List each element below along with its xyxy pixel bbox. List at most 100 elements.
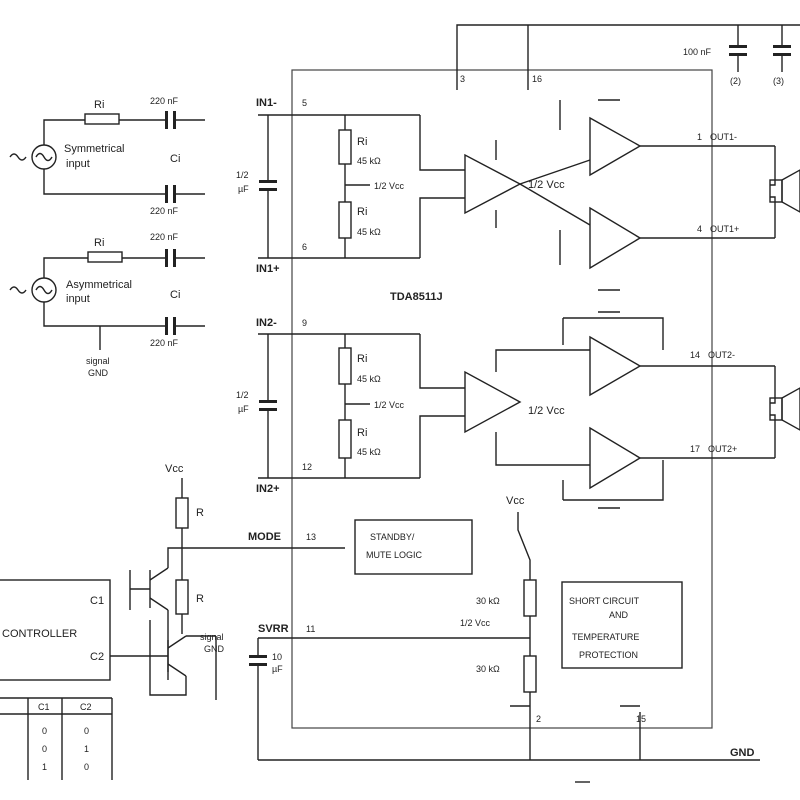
svg-text:SHORT CIRCUIT: SHORT CIRCUIT [569, 596, 640, 606]
svg-text:1/2: 1/2 [236, 170, 249, 180]
svg-text:3: 3 [460, 74, 465, 84]
in1-minus-label: IN1- [256, 97, 277, 109]
svg-text:Symmetrical: Symmetrical [64, 143, 125, 155]
svg-text:signal: signal [200, 632, 224, 642]
svg-text:µF: µF [238, 404, 249, 414]
svg-text:OUT2-: OUT2- [708, 350, 735, 360]
speaker-2 [769, 397, 783, 421]
asym-resistor [87, 251, 123, 263]
cap-100n-label: 100 nF [683, 47, 712, 57]
svg-text:GND: GND [204, 644, 225, 654]
svg-text:Ri: Ri [357, 206, 367, 218]
svg-text:13: 13 [306, 532, 316, 542]
svg-text:Asymmetrical: Asymmetrical [66, 279, 132, 291]
svg-text:STANDBY/: STANDBY/ [370, 532, 415, 542]
svg-text:1/2 Vcc: 1/2 Vcc [528, 405, 565, 417]
svg-text:OUT1-: OUT1- [710, 132, 737, 142]
svg-text:PROTECTION: PROTECTION [579, 650, 638, 660]
svg-text:1/2: 1/2 [236, 390, 249, 400]
svg-text:0: 0 [84, 726, 89, 736]
power-amp-out2-plus [589, 426, 642, 490]
sym-resistor [84, 113, 120, 125]
power-amp-out1-minus [589, 116, 642, 177]
supply-rail-top [456, 24, 800, 90]
ic-name: TDA8511J [390, 291, 443, 303]
controller-label: CONTROLLER [2, 628, 77, 640]
svg-text:45 kΩ: 45 kΩ [357, 374, 381, 384]
svg-text:C1: C1 [90, 595, 104, 607]
svg-text:2: 2 [536, 714, 541, 724]
svg-text:30 kΩ: 30 kΩ [476, 596, 500, 606]
svg-text:Vcc: Vcc [506, 495, 525, 507]
protection-block [561, 581, 683, 669]
svrr-label: SVRR [258, 623, 289, 635]
svg-text:1: 1 [42, 762, 47, 772]
svg-text:14: 14 [690, 350, 700, 360]
svg-text:R: R [196, 507, 204, 519]
svg-text:Ri: Ri [94, 237, 104, 249]
svg-text:(3): (3) [773, 76, 784, 86]
svg-text:R: R [196, 593, 204, 605]
svg-text:Ri: Ri [357, 353, 367, 365]
svg-text:Ci: Ci [170, 289, 180, 301]
svg-text:0: 0 [84, 762, 89, 772]
svg-text:C1: C1 [38, 702, 50, 712]
svg-text:220 nF: 220 nF [150, 338, 179, 348]
vcc-top-label: Vcc [165, 463, 184, 475]
svg-text:5: 5 [302, 98, 307, 108]
gnd-label: GND [730, 747, 755, 759]
in2-minus-label: IN2- [256, 317, 277, 329]
svg-text:input: input [66, 293, 90, 305]
svg-text:1/2 Vcc: 1/2 Vcc [374, 181, 405, 191]
power-amp-out2-minus [589, 335, 642, 397]
svg-text:C2: C2 [80, 702, 92, 712]
svg-text:0: 0 [42, 726, 47, 736]
svg-text:TEMPERATURE: TEMPERATURE [572, 632, 639, 642]
svg-text:Ri: Ri [357, 136, 367, 148]
speaker-2-cone [781, 387, 800, 431]
svg-text:1/2 Vcc: 1/2 Vcc [460, 618, 491, 628]
svg-text:OUT1+: OUT1+ [710, 224, 739, 234]
svg-text:11: 11 [306, 624, 315, 634]
svg-text:45 kΩ: 45 kΩ [357, 156, 381, 166]
svg-text:1: 1 [84, 744, 89, 754]
standby-mute-logic [354, 519, 473, 575]
svg-text:1/2 Vcc: 1/2 Vcc [374, 400, 405, 410]
preamp-1 [464, 153, 522, 215]
ic-outline [291, 69, 713, 729]
svg-text:15: 15 [636, 714, 646, 724]
svg-text:Ri: Ri [94, 99, 104, 111]
speaker-1-cone [781, 169, 800, 213]
power-amp-out1-plus [589, 206, 642, 270]
controller-box [0, 579, 111, 681]
svg-text:220 nF: 220 nF [150, 96, 179, 106]
svg-text:Ci: Ci [170, 153, 180, 165]
svg-text:45 kΩ: 45 kΩ [357, 227, 381, 237]
svg-text:C2: C2 [90, 651, 104, 663]
svg-text:30 kΩ: 30 kΩ [476, 664, 500, 674]
svg-text:6: 6 [302, 242, 307, 252]
svg-text:µF: µF [238, 184, 249, 194]
mode-label: MODE [248, 531, 281, 543]
in1-plus-label: IN1+ [256, 263, 280, 275]
in2-plus-label: IN2+ [256, 483, 280, 495]
preamp-2 [464, 370, 522, 434]
svg-text:220 nF: 220 nF [150, 206, 179, 216]
svg-text:1: 1 [697, 132, 702, 142]
svg-text:AND: AND [609, 610, 629, 620]
svg-text:1/2 Vcc: 1/2 Vcc [528, 179, 565, 191]
speaker-1 [769, 179, 783, 203]
svg-text:4: 4 [697, 224, 702, 234]
svg-text:220 nF: 220 nF [150, 232, 179, 242]
svg-text:input: input [66, 158, 90, 170]
svg-text:9: 9 [302, 318, 307, 328]
svg-text:10: 10 [272, 652, 282, 662]
svg-text:45 kΩ: 45 kΩ [357, 447, 381, 457]
svg-text:MUTE LOGIC: MUTE LOGIC [366, 550, 423, 560]
svg-text:GND: GND [88, 368, 109, 378]
svg-text:12: 12 [302, 462, 312, 472]
svg-text:Ri: Ri [357, 427, 367, 439]
svg-text:(2): (2) [730, 76, 741, 86]
svg-text:17: 17 [690, 444, 700, 454]
